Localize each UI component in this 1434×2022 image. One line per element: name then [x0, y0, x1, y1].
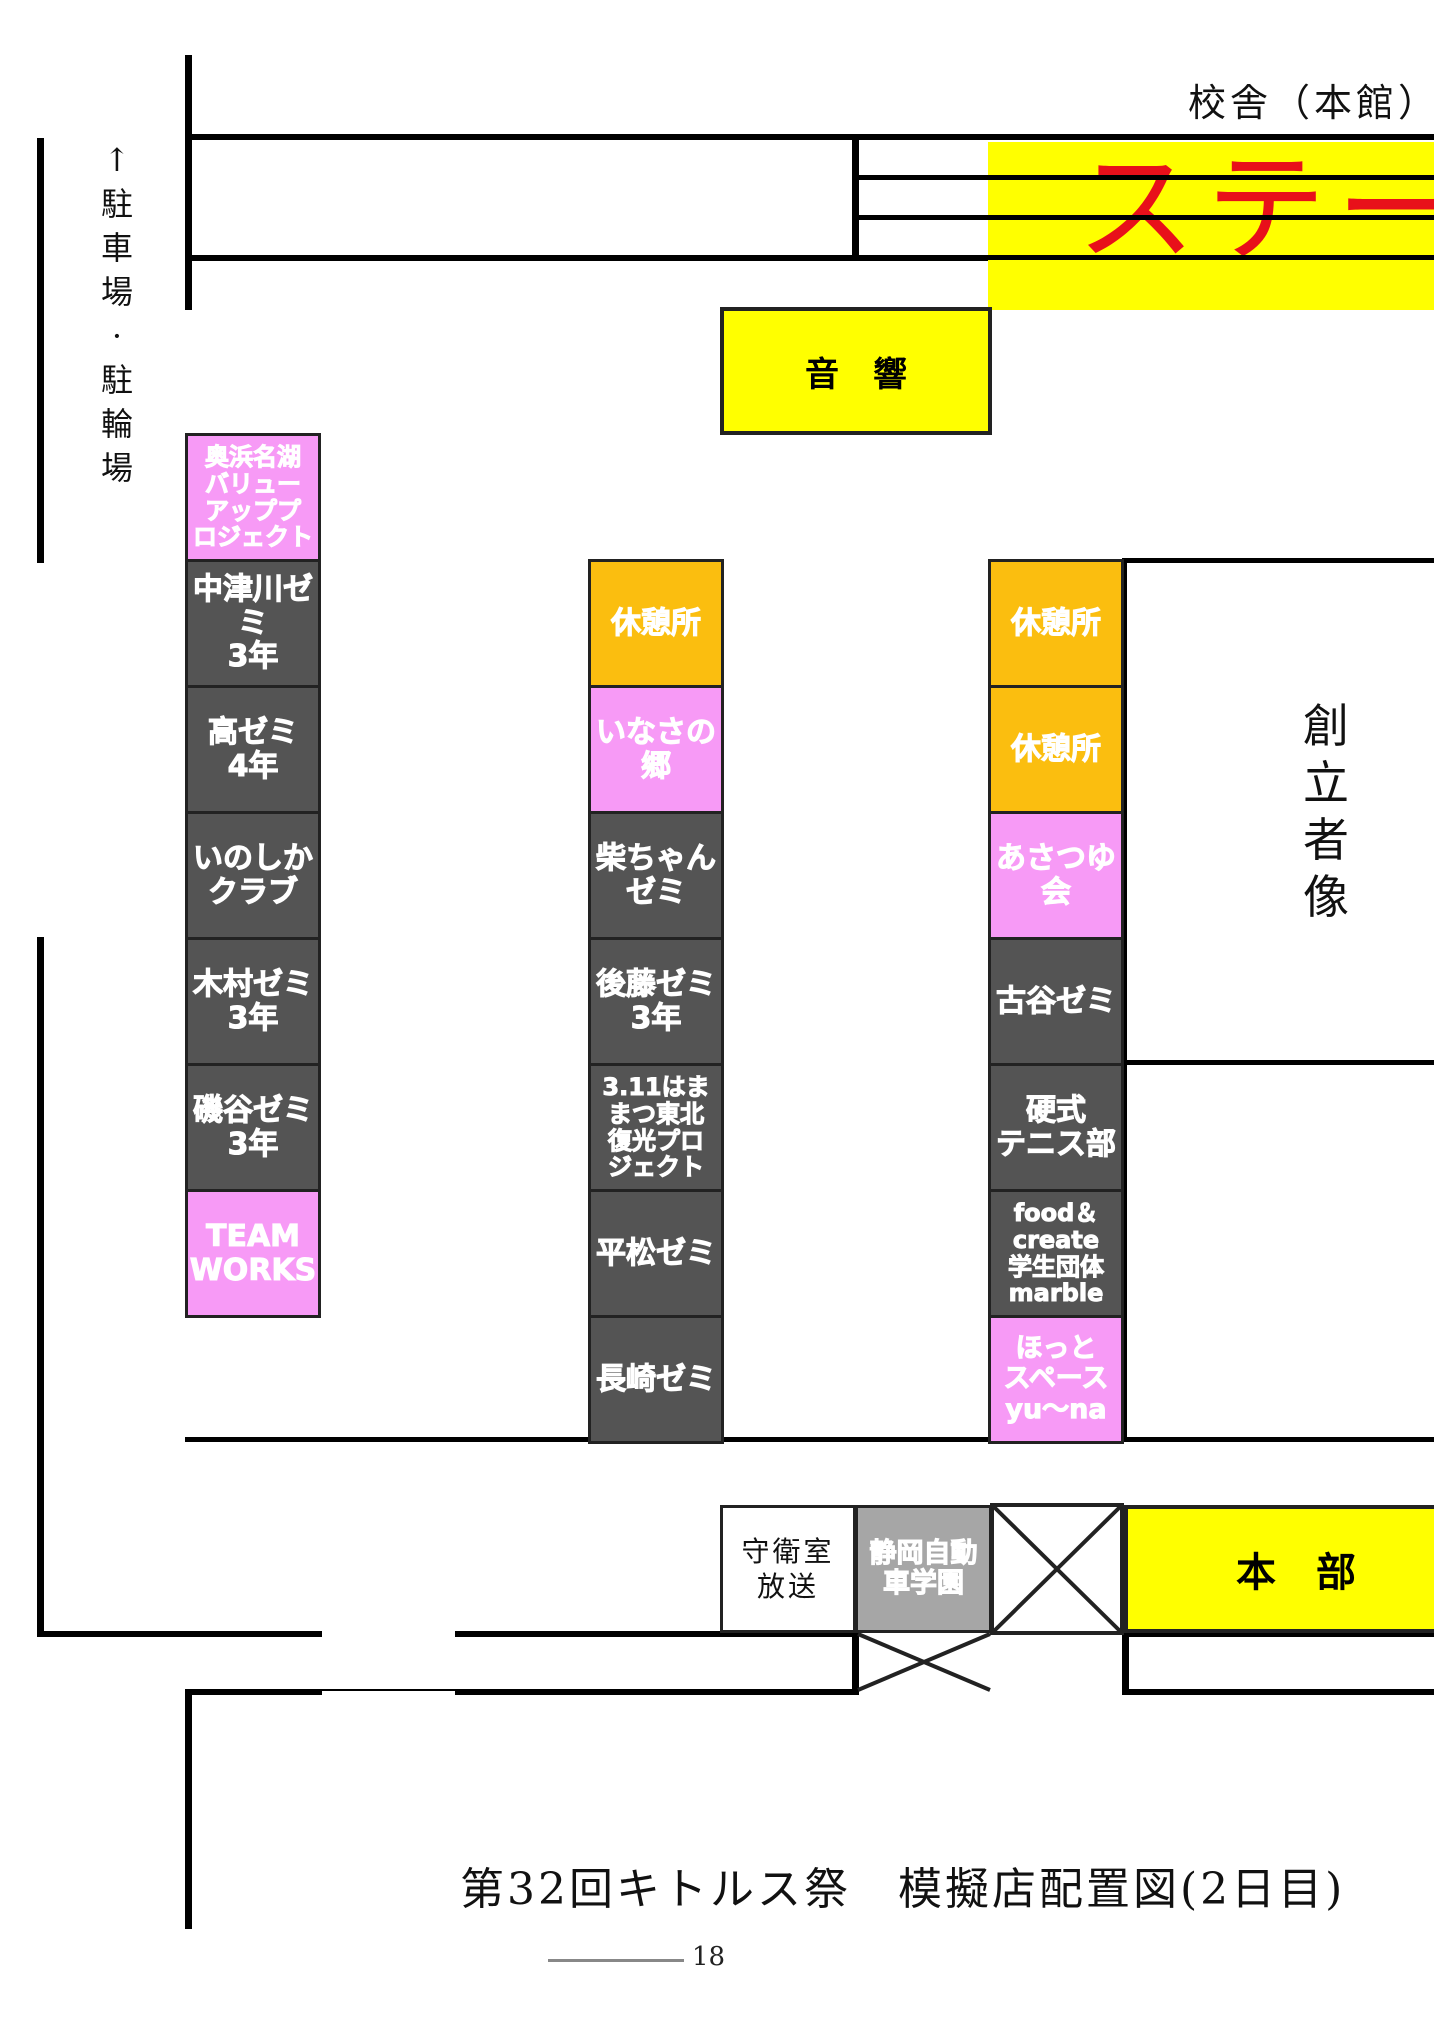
booth-label: いなさの 郷: [596, 714, 717, 784]
booth: 休憩所: [988, 685, 1124, 814]
booth: 奥浜名湖 バリュー アッププ ロジェクト: [185, 433, 321, 562]
wall-line: [185, 255, 857, 261]
parking-label-char: 駐: [100, 361, 133, 399]
wall-line: [37, 937, 44, 1637]
booth: food＆ create 学生団体 marble: [988, 1189, 1124, 1318]
booth: 古谷ゼミ: [988, 937, 1124, 1066]
statue-area-line: [1122, 558, 1127, 1442]
parking-line: [37, 138, 44, 563]
booth-label: 3.11はま まつ東北 復光プロ ジェクト: [602, 1072, 710, 1182]
booth: いのしか クラブ: [185, 811, 321, 940]
wall-line: [185, 134, 1434, 140]
parking-label-char: 駐: [100, 185, 133, 223]
closed-area-box: [990, 1503, 1124, 1635]
booth-label: 休憩所: [1011, 731, 1102, 767]
wall-line: [185, 1689, 192, 1929]
booth-label: 磯谷ゼミ 3年: [193, 1092, 314, 1162]
parking-label-char: 輪: [100, 405, 133, 443]
parking-label-char: 場: [100, 449, 133, 487]
booth: 中津川ゼミ 3年: [185, 559, 321, 688]
booth-label: いのしか クラブ: [193, 840, 314, 910]
parking-label: ↑駐車場·駐輪場: [92, 138, 142, 490]
booth: 平松ゼミ: [588, 1189, 724, 1318]
booth-label: 休憩所: [1011, 605, 1102, 641]
booth: 後藤ゼミ 3年: [588, 937, 724, 1066]
booth-label: あさつゆ 会: [996, 840, 1117, 910]
booth-label: 古谷ゼミ: [996, 983, 1117, 1019]
closed-area-box: [857, 1632, 991, 1692]
headquarters-label: 本 部: [1236, 1549, 1356, 1596]
sound-label: 音 響: [805, 354, 907, 395]
wall-line: [455, 1689, 858, 1695]
booth: 休憩所: [588, 559, 724, 688]
booth-label: 奥浜名湖 バリュー アッププ ロジェクト: [193, 442, 314, 552]
parking-label-char: ↑: [103, 141, 131, 179]
statue-area-line: [1122, 1060, 1434, 1065]
stage-step-line: [988, 255, 1434, 260]
statue-label-char: 者: [1303, 813, 1349, 867]
page-number-rule: [548, 1959, 684, 1962]
map-title: 第32回キトルス祭 模擬店配置図(2日目): [460, 1864, 1346, 1915]
booth: 木村ゼミ 3年: [185, 937, 321, 1066]
statue-label-char: 像: [1303, 870, 1349, 924]
booth-label: 長崎ゼミ: [596, 1361, 717, 1397]
guard-room: 守衛室 放送: [720, 1505, 856, 1633]
wall-line: [185, 1689, 322, 1695]
statue-label-char: 立: [1303, 756, 1349, 810]
booth-label: 休憩所: [611, 605, 702, 641]
wall-line: [852, 134, 859, 261]
booth: 硬式 テニス部: [988, 1063, 1124, 1192]
booth-label: food＆ create 学生団体 marble: [1008, 1198, 1105, 1308]
wall-line: [1122, 1689, 1434, 1695]
booth-label: 柴ちゃん ゼミ: [596, 840, 717, 910]
booth-label: 後藤ゼミ 3年: [596, 966, 717, 1036]
booth: 長崎ゼミ: [588, 1315, 724, 1444]
wall-line: [185, 55, 192, 310]
booth-label: 中津川ゼミ 3年: [193, 572, 314, 675]
guard-room-label: 守衛室 放送: [741, 1535, 835, 1603]
wall-line: [852, 1631, 859, 1695]
parking-label-char: 車: [100, 229, 133, 267]
booth: ほっと スペース yu～na: [988, 1315, 1124, 1444]
booth-label: 木村ゼミ 3年: [193, 966, 314, 1036]
parking-label-char: ·: [111, 317, 123, 355]
booth-label: ほっと スペース yu～na: [1003, 1333, 1109, 1425]
booth-label: 静岡自動 車学園: [869, 1537, 978, 1600]
stage: ステージ: [988, 142, 1434, 310]
statue-label-char: 創: [1303, 699, 1349, 753]
wall-line: [322, 1689, 455, 1691]
stage-step-line: [988, 215, 1434, 220]
booth-label: 高ゼミ 4年: [208, 714, 299, 784]
booth-label: TEAM WORKS: [189, 1218, 317, 1288]
sound-booth: 音 響: [720, 307, 992, 435]
booth-label: 平松ゼミ: [596, 1235, 717, 1271]
building-label: 校舎（本館）: [1188, 81, 1434, 125]
wall-line: [1122, 1631, 1434, 1637]
statue-area-line: [1122, 558, 1434, 563]
booth: 柴ちゃん ゼミ: [588, 811, 724, 940]
booth: 高ゼミ 4年: [185, 685, 321, 814]
headquarters: 本 部: [1124, 1505, 1434, 1633]
booth: あさつゆ 会: [988, 811, 1124, 940]
stage-step-line: [988, 175, 1434, 180]
walkway-line: [185, 1437, 1434, 1442]
page-number: 18: [692, 1942, 726, 1972]
parking-label-char: 場: [100, 273, 133, 311]
booth: 休憩所: [988, 559, 1124, 688]
booth: 3.11はま まつ東北 復光プロ ジェクト: [588, 1063, 724, 1192]
wall-line: [455, 1631, 858, 1637]
founder-statue-label: 創立者像: [1298, 698, 1354, 926]
wall-line: [1122, 1631, 1129, 1695]
driving-school-booth: 静岡自動 車学園: [855, 1505, 992, 1633]
booth: 磯谷ゼミ 3年: [185, 1063, 321, 1192]
booth: TEAM WORKS: [185, 1189, 321, 1318]
booth-label: 硬式 テニス部: [996, 1092, 1117, 1162]
wall-line: [37, 1631, 322, 1637]
stage-label: ステージ: [1076, 142, 1434, 279]
booth: いなさの 郷: [588, 685, 724, 814]
